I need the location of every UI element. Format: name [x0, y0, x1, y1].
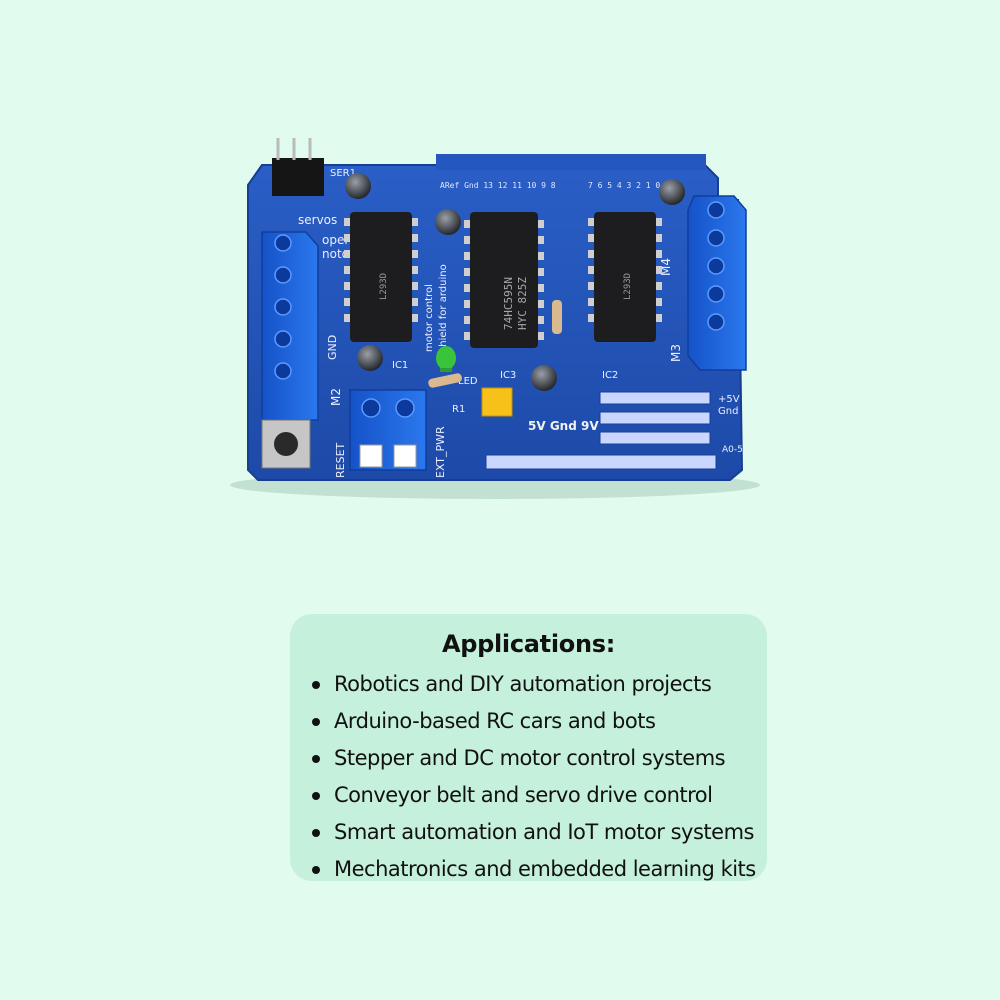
silk-ic3: IC3 — [500, 370, 516, 381]
silk-gnd-right: Gnd — [718, 406, 738, 417]
silk-power-labels: 5V Gnd 9V — [528, 419, 599, 433]
bullet-icon — [312, 681, 320, 689]
list-item: Robotics and DIY automation projects — [310, 666, 767, 703]
bullet-icon — [312, 792, 320, 800]
list-item-text: Smart automation and IoT motor systems — [334, 820, 754, 844]
capacitors — [345, 173, 685, 391]
silk-r1: R1 — [452, 404, 465, 415]
bullet-icon — [312, 718, 320, 726]
chip-center: 74HC595N HYC 825Z — [464, 212, 544, 348]
silk-analog: A0-5 — [722, 445, 743, 455]
bullet-icon — [312, 829, 320, 837]
silk-m2: M2 — [329, 388, 343, 406]
list-item-text: Robotics and DIY automation projects — [334, 672, 712, 696]
silk-reset: RESET — [334, 442, 347, 478]
list-item-text: Arduino-based RC cars and bots — [334, 709, 656, 733]
digital-pin-row — [436, 154, 706, 170]
left-terminal-block — [261, 231, 319, 421]
list-item-text: Conveyor belt and servo drive control — [334, 783, 713, 807]
list-item: Mechatronics and embedded learning kits — [310, 851, 767, 888]
silk-motor-control: motor control — [424, 284, 435, 352]
chip-right-label: L293D — [623, 273, 633, 300]
applications-list: Robotics and DIY automation projects Ard… — [290, 666, 767, 888]
list-item: Stepper and DC motor control systems — [310, 740, 767, 777]
silk-ic2: IC2 — [602, 370, 618, 381]
list-item: Arduino-based RC cars and bots — [310, 703, 767, 740]
power-jumper — [481, 387, 513, 417]
silk-ser: SER1 — [330, 168, 356, 179]
silk-plus5v: +5V — [718, 394, 740, 405]
chip-left: L293D — [344, 212, 418, 342]
chip-center-label-1: 74HC595N — [502, 277, 515, 330]
silk-m3: M3 — [669, 344, 683, 362]
right-terminal-block — [687, 195, 747, 371]
bullet-icon — [312, 755, 320, 763]
silk-ic1: IC1 — [392, 360, 408, 371]
applications-card: Applications: Robotics and DIY automatio… — [290, 614, 767, 881]
servo-header-pins — [272, 138, 324, 196]
silk-m4: M4 — [659, 258, 673, 276]
list-item-text: Stepper and DC motor control systems — [334, 746, 726, 770]
product-photo: ARef Gnd 13 12 11 10 9 8 7 6 5 4 3 2 1 0… — [230, 138, 760, 499]
silk-gnd: GND — [326, 335, 339, 360]
chip-right: L293D — [588, 212, 662, 342]
reset-button — [261, 419, 311, 469]
list-item-text: Mechatronics and embedded learning kits — [334, 857, 756, 881]
chip-left-label: L293D — [379, 273, 389, 300]
silk-pins2: 7 6 5 4 3 2 1 0 — [588, 181, 660, 190]
silk-stepper: oper — [322, 233, 349, 247]
silk-pins: ARef Gnd 13 12 11 10 9 8 — [440, 181, 556, 190]
applications-title: Applications: — [441, 630, 616, 658]
ext-pwr-terminal — [349, 389, 427, 471]
silk-led: LED — [458, 376, 478, 387]
list-item: Smart automation and IoT motor systems — [310, 814, 767, 851]
green-led — [436, 346, 456, 372]
silk-ext-pwr: EXT_PWR — [434, 426, 447, 478]
motor-shield-board: ARef Gnd 13 12 11 10 9 8 7 6 5 4 3 2 1 0… — [230, 138, 760, 499]
silk-servos: servos — [298, 213, 337, 227]
resistors — [428, 300, 562, 388]
list-item: Conveyor belt and servo drive control — [310, 777, 767, 814]
bullet-icon — [312, 866, 320, 874]
header-grid — [485, 391, 717, 470]
chip-center-label-2: HYC 825Z — [516, 277, 529, 330]
silk-shield-for: shield for arduino — [438, 264, 449, 352]
